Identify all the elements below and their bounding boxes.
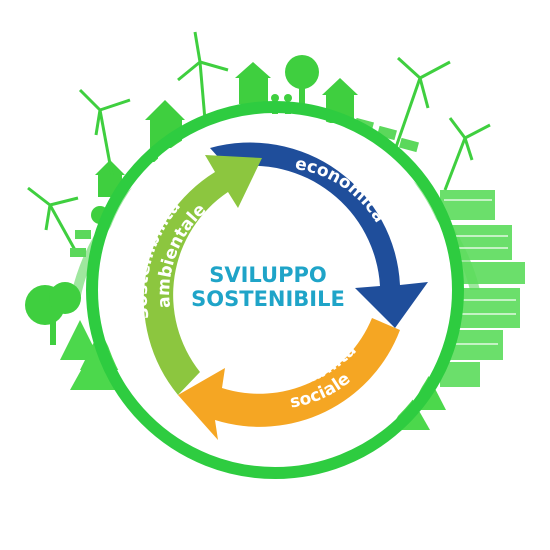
- house-3: [235, 62, 271, 104]
- center-title-line1: SVILUPPO: [209, 263, 327, 287]
- skyscraper-windows: [444, 199, 516, 345]
- tree-top: [285, 55, 319, 105]
- wind-turbine-3: [27, 186, 79, 251]
- wind-turbine-1: [78, 88, 131, 176]
- arrow-environmental: [143, 155, 262, 395]
- skyscrapers-right: [440, 190, 525, 387]
- city-silhouette: [25, 31, 525, 430]
- arrow-social: [178, 318, 400, 440]
- wind-turbine-4: [393, 56, 451, 151]
- wind-turbine-2: [177, 31, 229, 121]
- tree-left: [25, 282, 81, 345]
- outer-ring: [86, 101, 464, 479]
- center-title-line2: SOSTENIBILE: [191, 287, 345, 311]
- wind-turbine-5: [443, 117, 491, 191]
